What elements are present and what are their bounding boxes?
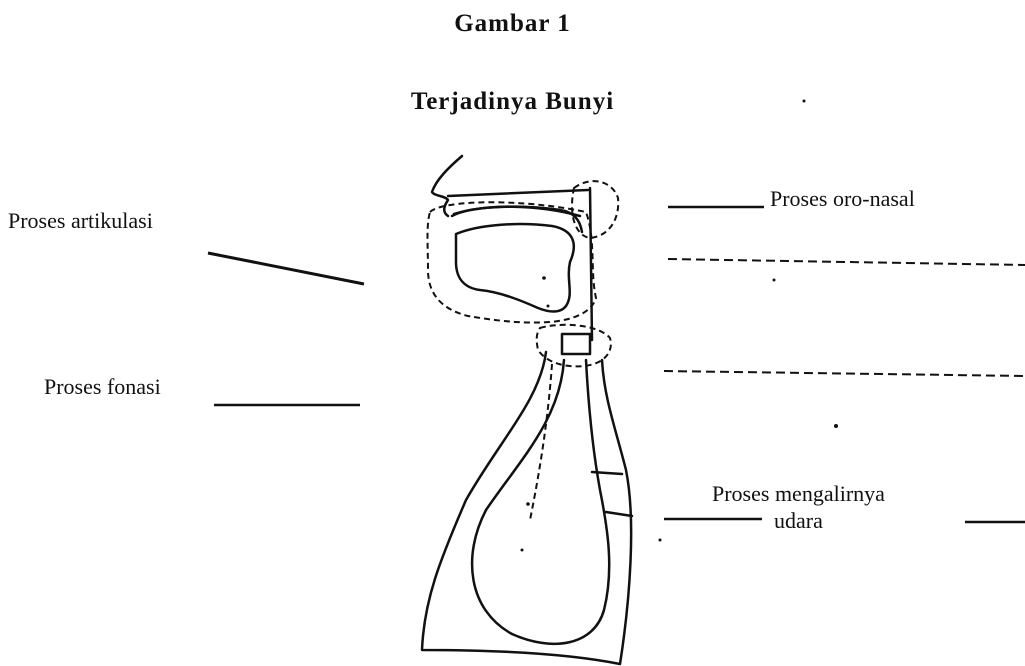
lung-outline <box>472 360 609 644</box>
thorax-outline <box>422 352 631 664</box>
dashed-line-lower <box>664 371 1025 376</box>
airflow-mark <box>606 512 632 516</box>
face-profile <box>432 156 462 216</box>
nasal-roof <box>448 190 588 196</box>
leader-line-articulation <box>208 253 364 284</box>
dashed-line-upper <box>668 259 1025 265</box>
dot <box>542 276 546 280</box>
dot <box>803 100 806 103</box>
oral-cavity <box>456 224 574 311</box>
dot <box>547 305 550 308</box>
dot <box>659 539 662 542</box>
dot <box>521 549 524 552</box>
dot <box>834 424 838 428</box>
phonation-region <box>537 325 611 367</box>
dot <box>773 279 776 282</box>
pharynx-wall <box>590 188 592 340</box>
dot <box>526 502 530 506</box>
larynx <box>562 334 590 354</box>
